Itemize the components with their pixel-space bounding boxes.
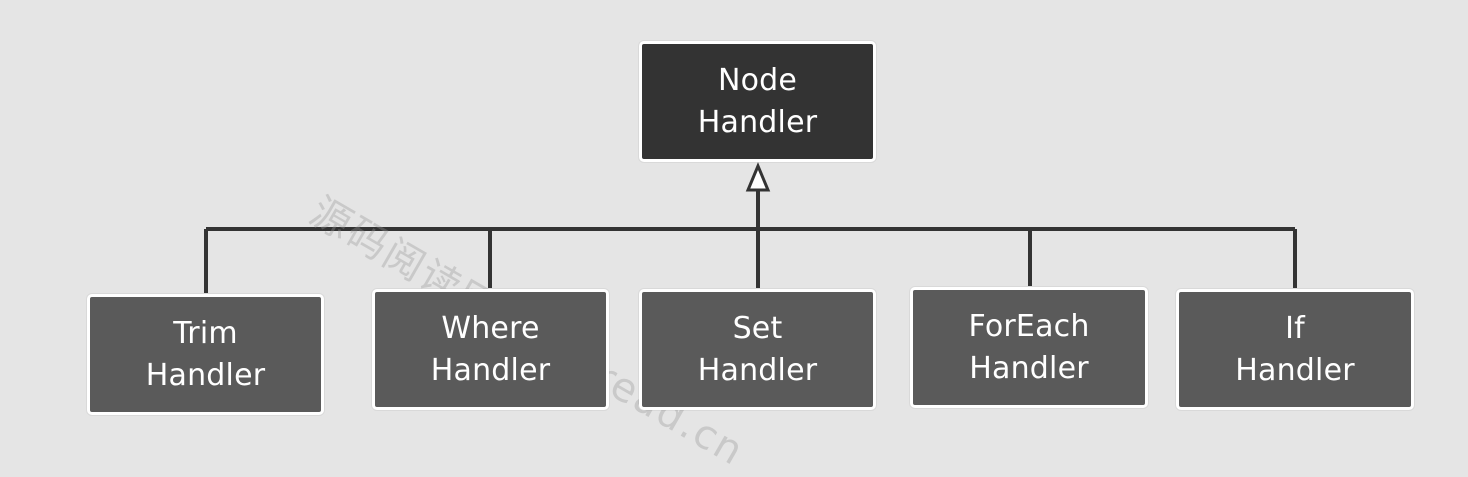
where-handler-label-line1: Where	[441, 310, 540, 346]
set-handler-box: Set Handler	[639, 289, 876, 410]
foreach-handler-box: ForEach Handler	[910, 287, 1148, 408]
where-handler-label-line2: Handler	[430, 352, 551, 388]
foreach-handler-label-line2: Handler	[969, 350, 1089, 386]
where-handler-box: Where Handler	[372, 289, 609, 410]
foreach-handler-label-line1: ForEach	[968, 308, 1090, 344]
if-handler-box: If Handler	[1176, 289, 1414, 410]
class-hierarchy-diagram: 源码阅读网 coderead.cn Node Handler Trim Hand…	[87, 41, 1414, 475]
trim-handler-label-line2: Handler	[145, 357, 266, 393]
if-handler-label-line1: If	[1285, 310, 1305, 346]
set-handler-label-line2: Handler	[697, 352, 818, 388]
inheritance-arrowhead	[745, 162, 771, 192]
set-handler-label-line1: Set	[732, 310, 783, 346]
trim-handler-label-line1: Trim	[173, 315, 238, 351]
node-handler-box: Node Handler	[639, 41, 876, 162]
node-handler-label-line2: Handler	[697, 104, 818, 140]
connectors	[204, 162, 1297, 293]
trim-handler-box: Trim Handler	[87, 294, 324, 415]
node-handler-label-line1: Node	[717, 62, 798, 98]
if-handler-label-line2: Handler	[1235, 352, 1355, 388]
